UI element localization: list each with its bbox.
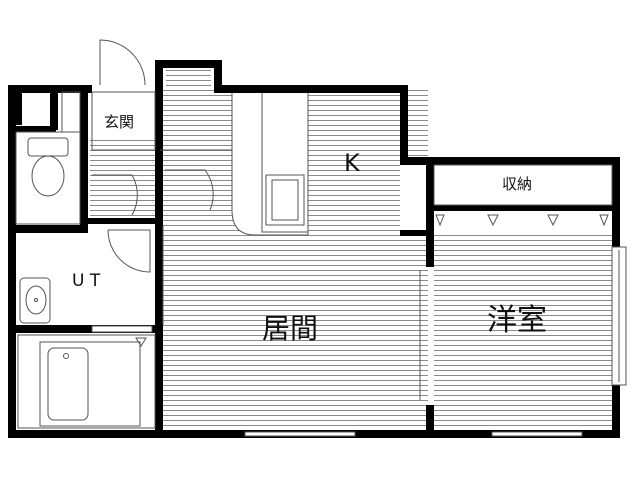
label-storage: 収納 <box>502 175 533 193</box>
label-western-room: 洋室 <box>487 303 547 338</box>
label-utility: U T <box>72 271 101 291</box>
label-entrance: 玄関 <box>104 113 135 131</box>
door-swings <box>92 39 421 400</box>
washbasin-icon <box>19 277 51 324</box>
closet-door-markers <box>135 214 609 347</box>
toilet-icon <box>27 137 69 197</box>
floor-hatching <box>90 70 612 430</box>
label-kitchen: K <box>344 149 360 177</box>
walls <box>8 60 620 438</box>
interior-lines <box>15 91 627 437</box>
kitchen-counter <box>231 91 309 236</box>
label-living: 居間 <box>262 312 319 345</box>
